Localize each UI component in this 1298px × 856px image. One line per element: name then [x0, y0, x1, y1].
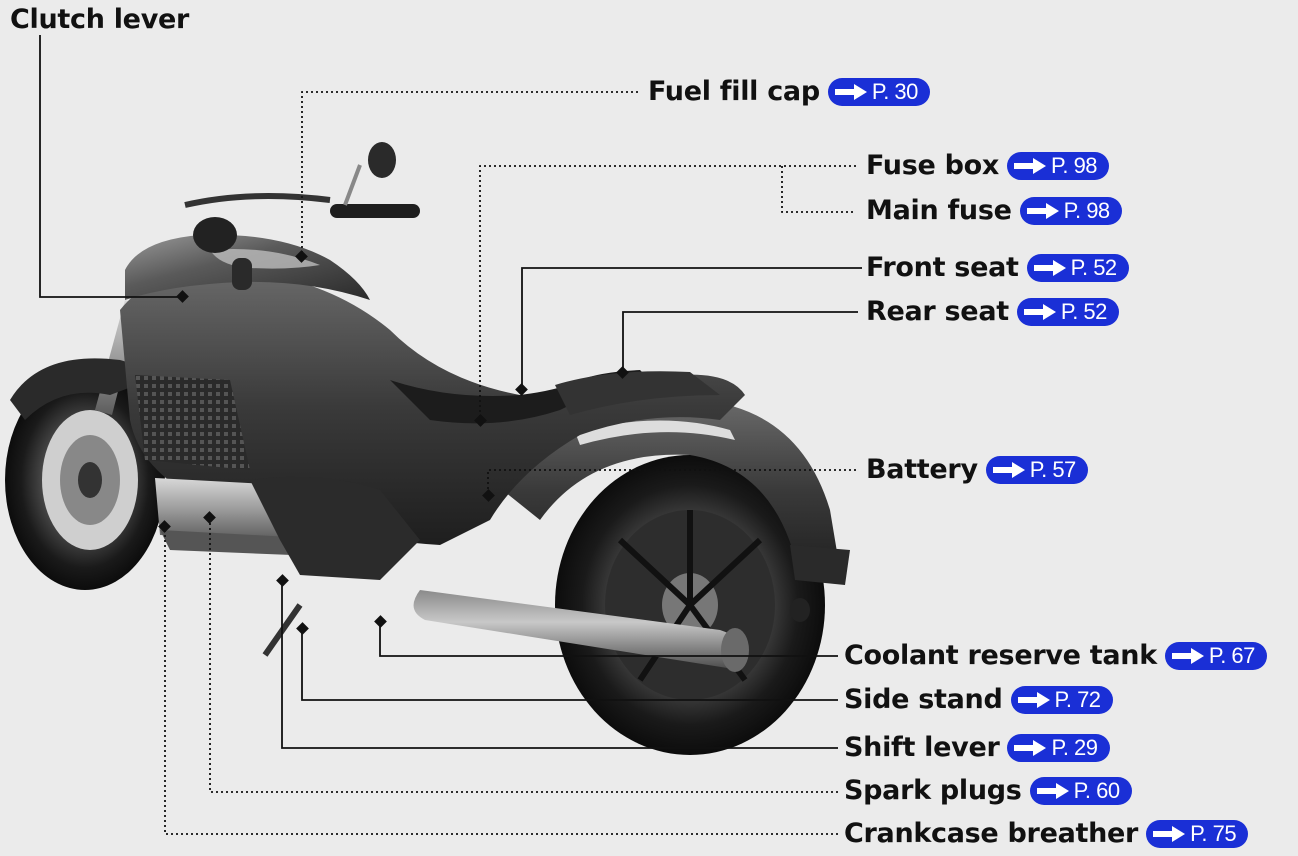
- page-ref-badge[interactable]: P. 52: [1027, 254, 1129, 282]
- label-clutch-lever: Clutch lever: [10, 4, 189, 35]
- label-shift-lever: Shift lever P. 29: [844, 732, 1110, 763]
- page-ref-badge[interactable]: P. 60: [1030, 777, 1132, 805]
- arrow-right-icon: [1017, 691, 1051, 709]
- arrow-right-icon: [1023, 303, 1057, 321]
- label-fuel-fill-cap: Fuel fill cap P. 30: [648, 76, 930, 107]
- label-text: Fuse box: [866, 150, 999, 181]
- page-ref-badge[interactable]: P. 52: [1017, 298, 1119, 326]
- arrow-right-icon: [1013, 157, 1047, 175]
- page-ref-text: P. 57: [1030, 457, 1076, 483]
- label-text: Rear seat: [866, 296, 1009, 327]
- arrow-right-icon: [1036, 782, 1070, 800]
- label-main-fuse: Main fuse P. 98: [866, 195, 1122, 226]
- page-ref-badge[interactable]: P. 67: [1165, 642, 1267, 670]
- label-text: Clutch lever: [10, 4, 189, 35]
- arrow-right-icon: [992, 461, 1026, 479]
- label-text: Battery: [866, 454, 978, 485]
- label-text: Main fuse: [866, 195, 1012, 226]
- page-ref-badge[interactable]: P. 98: [1007, 152, 1109, 180]
- page-ref-badge[interactable]: P. 30: [828, 78, 930, 106]
- arrow-right-icon: [1171, 647, 1205, 665]
- page-ref-text: P. 60: [1074, 778, 1120, 804]
- label-text: Front seat: [866, 252, 1019, 283]
- label-battery: Battery P. 57: [866, 454, 1088, 485]
- label-fuse-box: Fuse box P. 98: [866, 150, 1109, 181]
- arrow-right-icon: [1013, 739, 1047, 757]
- label-text: Side stand: [844, 684, 1003, 715]
- label-crankcase-breather: Crankcase breather P. 75: [844, 818, 1248, 849]
- page-ref-badge[interactable]: P. 29: [1007, 734, 1109, 762]
- page-ref-badge[interactable]: P. 98: [1020, 197, 1122, 225]
- label-text: Shift lever: [844, 732, 999, 763]
- arrow-right-icon: [1152, 825, 1186, 843]
- page-ref-text: P. 98: [1051, 153, 1097, 179]
- arrow-right-icon: [1033, 259, 1067, 277]
- page-ref-text: P. 29: [1051, 735, 1097, 761]
- page-ref-text: P. 98: [1064, 198, 1110, 224]
- page-ref-text: P. 52: [1061, 299, 1107, 325]
- label-rear-seat: Rear seat P. 52: [866, 296, 1119, 327]
- page-ref-badge[interactable]: P. 75: [1146, 820, 1248, 848]
- label-coolant-reserve-tank: Coolant reserve tank P. 67: [844, 640, 1267, 671]
- label-text: Fuel fill cap: [648, 76, 820, 107]
- page-ref-text: P. 72: [1055, 687, 1101, 713]
- label-spark-plugs: Spark plugs P. 60: [844, 775, 1132, 806]
- page-ref-badge[interactable]: P. 57: [986, 456, 1088, 484]
- label-front-seat: Front seat P. 52: [866, 252, 1129, 283]
- label-text: Coolant reserve tank: [844, 640, 1157, 671]
- page-ref-text: P. 75: [1190, 821, 1236, 847]
- label-text: Spark plugs: [844, 775, 1022, 806]
- page-ref-badge[interactable]: P. 72: [1011, 686, 1113, 714]
- arrow-right-icon: [834, 83, 868, 101]
- label-side-stand: Side stand P. 72: [844, 684, 1113, 715]
- page-ref-text: P. 67: [1209, 643, 1255, 669]
- label-text: Crankcase breather: [844, 818, 1138, 849]
- engine: [155, 477, 420, 580]
- page-ref-text: P. 30: [872, 79, 918, 105]
- arrow-right-icon: [1026, 202, 1060, 220]
- page-ref-text: P. 52: [1071, 255, 1117, 281]
